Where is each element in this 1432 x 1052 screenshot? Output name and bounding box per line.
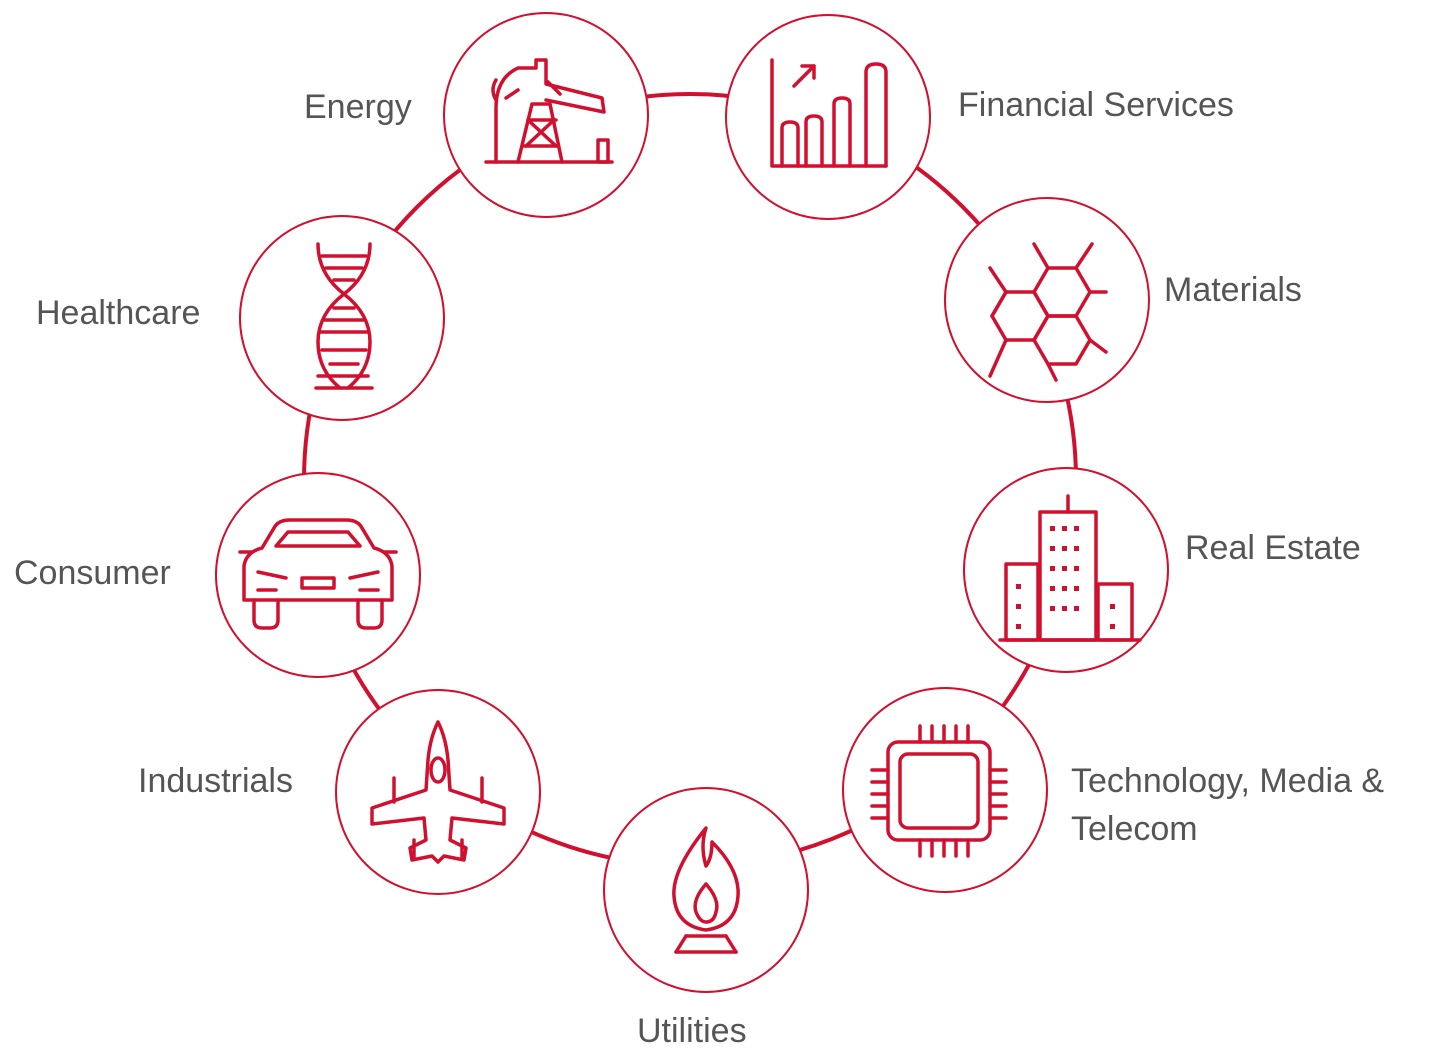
label-energy: Energy: [304, 88, 412, 126]
label-healthcare: Healthcare: [36, 294, 201, 332]
fighter-jet-icon: [370, 720, 506, 864]
label-tmt-line1: Technology, Media &: [1071, 762, 1385, 800]
label-consumer: Consumer: [14, 554, 171, 592]
node-disc-financial: [725, 14, 931, 220]
label-tmt-line2: Telecom: [1071, 810, 1198, 848]
node-disc-utilities: [603, 787, 809, 993]
microchip-icon: [870, 724, 1008, 858]
label-financial-services: Financial Services: [958, 86, 1234, 124]
flame-icon: [672, 826, 740, 954]
node-disc-consumer: [215, 472, 421, 678]
node-disc-materials: [944, 197, 1150, 403]
label-materials: Materials: [1164, 271, 1302, 309]
label-industrials: Industrials: [138, 762, 293, 800]
label-real-estate: Real Estate: [1185, 529, 1361, 567]
node-disc-healthcare: [239, 215, 445, 421]
bar-chart-icon: [770, 58, 888, 168]
node-disc-tmt: [842, 687, 1048, 893]
buildings-icon: [998, 494, 1142, 642]
dna-icon: [314, 242, 374, 390]
label-utilities: Utilities: [637, 1012, 747, 1050]
car-icon: [238, 518, 398, 630]
hexagon-lattice-icon: [988, 242, 1108, 382]
oil-pump-icon: [484, 58, 614, 164]
node-disc-industrials: [335, 689, 541, 895]
node-disc-energy: [443, 12, 649, 218]
